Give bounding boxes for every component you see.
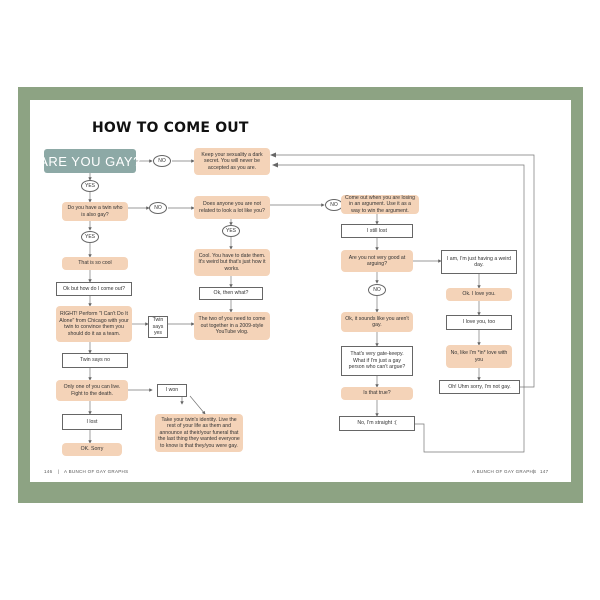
page-divider-right: |: [533, 469, 535, 474]
node-i-won: I won: [157, 384, 187, 397]
node-perform: RIGHT! Perform "I Can't Do It Alone" fro…: [56, 306, 132, 342]
node-related-question: Does anyone you are not related to look …: [194, 196, 270, 219]
page-number-right: 147: [540, 469, 549, 474]
node-cool-date: Cool. You have to date them. It's weird …: [194, 249, 270, 276]
node-ok-sorry: OK. Sorry: [62, 443, 122, 456]
no-label: NO: [153, 155, 171, 167]
node-weird-day: I am, I'm just having a weird day.: [441, 250, 517, 274]
node-sounds-like: Ok, it sounds like you aren't gay.: [341, 312, 413, 332]
no-label: NO: [149, 202, 167, 214]
no-label: NO: [368, 284, 386, 296]
node-no-in-love: No, like I'm *in* love with you: [446, 345, 512, 368]
node-how-come-out: Ok but how do I come out?: [56, 282, 132, 296]
yes-label: YES: [81, 180, 99, 192]
node-i-lost: I lost: [62, 414, 122, 430]
page-divider-left: |: [58, 469, 60, 474]
node-losing-argument: Come out when you are losing in an argum…: [341, 195, 419, 214]
node-twin-question: Do you have a twin who is also gay?: [62, 202, 128, 221]
node-take-identity: Take your twin's identity. Live the rest…: [155, 414, 243, 452]
node-twin-says-yes: Twin says yes: [148, 316, 168, 338]
node-dark-secret: Keep your sexuality a dark secret. You w…: [194, 148, 270, 175]
node-ok-then-what: Ok, then what?: [199, 287, 263, 300]
start-question: ARE YOU GAY?: [39, 149, 140, 173]
node-love-you: Ok. I love you.: [446, 288, 512, 301]
node-fight: Only one of you can live. Fight to the d…: [56, 380, 128, 401]
node-so-cool: That is so cool: [62, 257, 128, 270]
node-straight: No, I'm straight :(: [339, 416, 415, 431]
node-not-gay: Oh! Uhm sorry, I'm not gay.: [439, 380, 520, 394]
running-head-left: A BUNCH OF GAY GRAPHS: [64, 469, 129, 474]
node-come-out-together: The two of you need to come out together…: [194, 312, 270, 340]
node-very-good: Are you not very good at arguing?: [341, 250, 413, 272]
node-twin-says-no: Twin says no: [62, 353, 128, 368]
yes-label: YES: [222, 225, 240, 237]
node-still-lost: I still lost: [341, 224, 413, 238]
node-is-that-true: Is that true?: [341, 387, 413, 400]
running-head-right: A BUNCH OF GAY GRAPHS: [472, 469, 537, 474]
page-number-left: 146: [44, 469, 53, 474]
node-gate-keepy: That's very gate-keepy. What if I'm just…: [341, 346, 413, 376]
node-love-you-too: I love you, too: [446, 315, 512, 330]
page-title: HOW TO COME OUT: [92, 120, 249, 136]
yes-label: YES: [81, 231, 99, 243]
